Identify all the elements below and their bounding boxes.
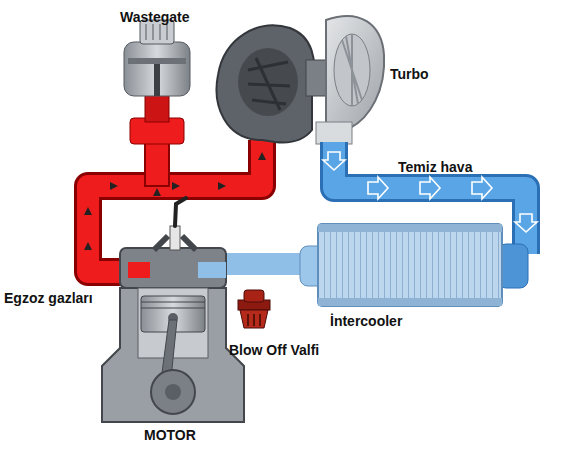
wastegate-actuator — [124, 20, 190, 144]
part-label: Blow Off Valfi — [229, 343, 319, 358]
flow-arrows — [84, 152, 266, 250]
blow-off-valve — [238, 290, 270, 328]
intercooler — [205, 224, 528, 306]
engine — [102, 198, 244, 422]
part-label: Wastegate — [120, 10, 190, 25]
turbocharger — [217, 16, 385, 144]
part-label: MOTOR — [144, 428, 196, 443]
part-label: Turbo — [390, 67, 429, 82]
part-label: Temiz hava — [398, 160, 472, 175]
part-label: İntercooler — [330, 314, 402, 329]
part-label: Egzoz gazları — [4, 291, 93, 306]
